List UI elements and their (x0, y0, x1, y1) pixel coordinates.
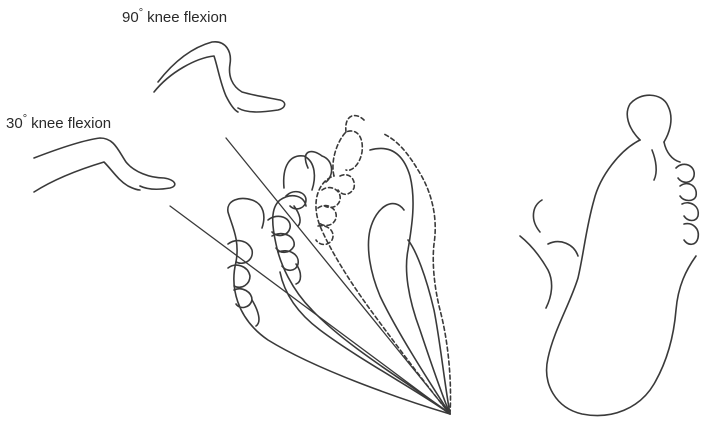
label-90-knee-flexion: 90°knee flexion (122, 7, 227, 26)
foot-outline-dashed (316, 116, 451, 414)
axis-line-30 (170, 206, 450, 414)
axis-lines (170, 138, 450, 414)
axis-line-90 (226, 138, 450, 414)
leg-90-flexion-sketch (154, 42, 285, 112)
right-foot-plantar-sketch (520, 95, 698, 415)
foot-outline-lateral (228, 199, 450, 415)
leg-30-flexion-sketch (34, 138, 175, 192)
label-30-knee-flexion: 30°knee flexion (6, 113, 111, 132)
